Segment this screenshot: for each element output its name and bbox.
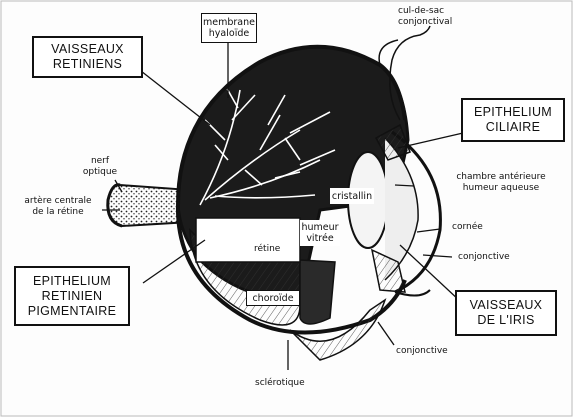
box-epithelium-retinien: EPITHELIUM RETINIEN PIGMENTAIRE [14,266,130,326]
label-conjonctive-lower: conjonctive [396,346,448,357]
retina-block [196,218,300,262]
label-nerf-optique: nerf optique [80,156,120,178]
lower-vitreous [300,260,335,324]
label-cul-de-sac: cul-de-sac conjonctival [398,6,452,28]
label-choroide: choroïde [246,290,300,306]
label-membrane-hyaloide: membrane hyaloïde [201,13,257,43]
label-conjonctive-upper: conjonctive [458,252,510,263]
label-chambre-anterieure: chambre antérieure humeur aqueuse [446,172,556,194]
label-artere-centrale: artère centrale de la rétine [14,196,102,218]
box-epithelium-ciliaire: EPITHELIUM CILIAIRE [461,98,565,142]
label-cristallin: cristallin [330,188,374,204]
box-vaisseaux-retiniens: VAISSEAUX RETINIENS [32,36,143,78]
box-vaisseaux-iris: VAISSEAUX DE L'IRIS [455,290,557,336]
label-cornee: cornée [452,222,483,233]
label-sclerotique: sclérotique [255,378,305,389]
label-humeur-vitree: humeur vitrée [300,220,340,246]
label-retine: rétine [254,244,280,255]
